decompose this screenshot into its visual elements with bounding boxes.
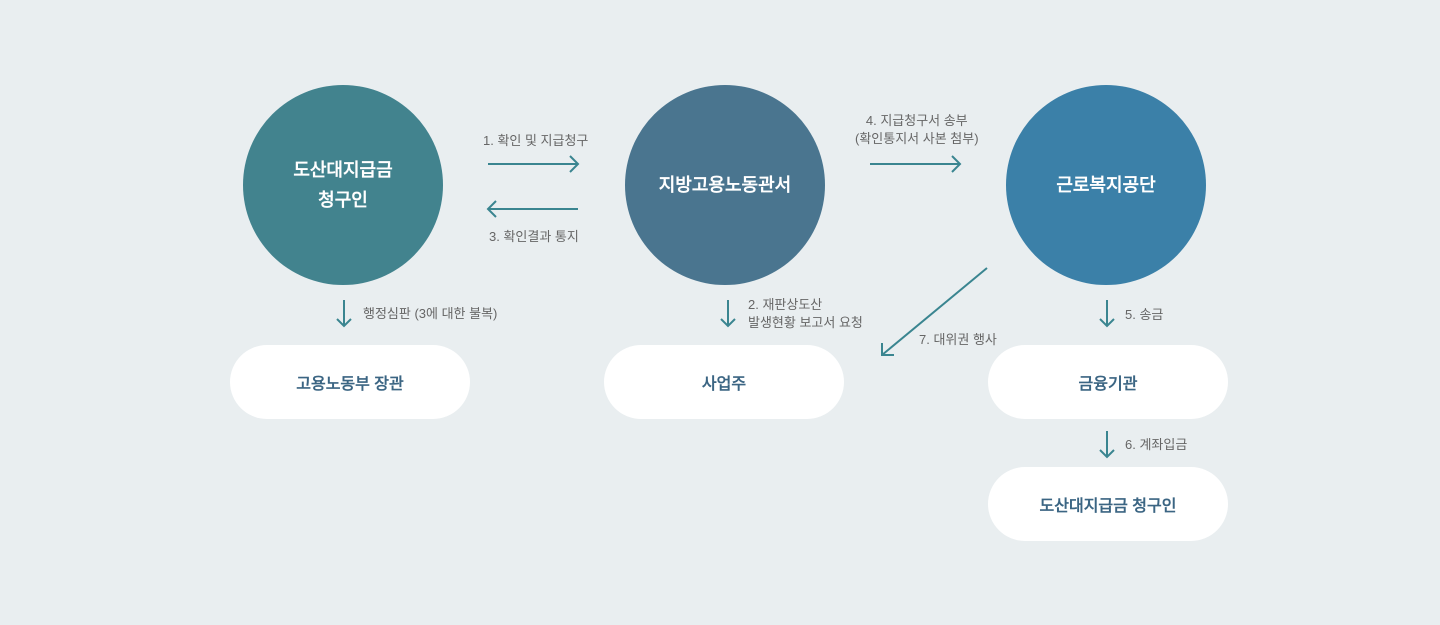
step-4-label: 4. 지급청구서 송부 (확인통지서 사본 첨부) xyxy=(855,113,979,146)
arrow-down-appeal xyxy=(336,300,352,328)
arrow-diagonal-7 xyxy=(881,267,988,356)
node-employer: 사업주 xyxy=(604,345,844,419)
arrow-down-5 xyxy=(1099,300,1115,328)
arrow-down-2 xyxy=(720,300,736,328)
node-claimant: 도산대지급금 청구인 xyxy=(243,85,443,285)
node-labor-office: 지방고용노동관서 xyxy=(625,85,825,285)
node-claimant-final: 도산대지급금 청구인 xyxy=(988,467,1228,541)
step-7-label: 7. 대위권 행사 xyxy=(919,332,997,347)
arrow-left-3 xyxy=(486,200,578,218)
arrow-right-4 xyxy=(870,155,962,173)
step-5-label: 5. 송금 xyxy=(1125,307,1164,322)
step-2-label: 2. 재판상도산 발생현황 보고서 요청 xyxy=(748,297,863,330)
arrow-down-6 xyxy=(1099,431,1115,459)
step-6-label: 6. 계좌입금 xyxy=(1125,437,1188,452)
arrow-right-1 xyxy=(488,155,580,173)
step-1-label: 1. 확인 및 지급청구 xyxy=(483,133,589,148)
node-minister: 고용노동부 장관 xyxy=(230,345,470,419)
step-3-label: 3. 확인결과 통지 xyxy=(489,229,579,244)
node-bank: 금융기관 xyxy=(988,345,1228,419)
appeal-label: 행정심판 (3에 대한 불복) xyxy=(363,306,498,321)
node-welfare-agency: 근로복지공단 xyxy=(1006,85,1206,285)
